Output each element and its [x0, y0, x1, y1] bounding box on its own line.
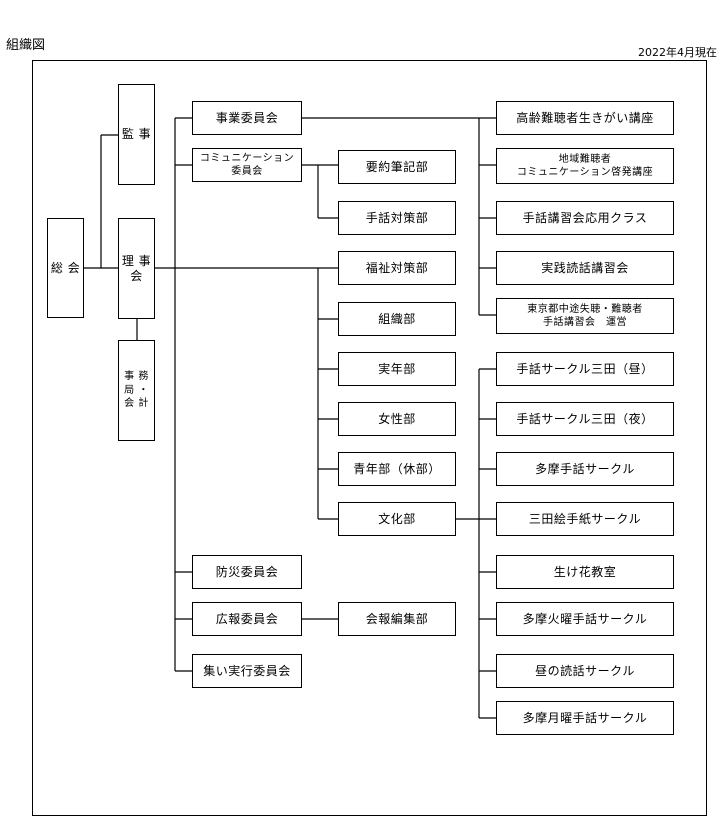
node-shuwa-taisaku: 手話対策部	[338, 201, 456, 235]
node-mita-hiru: 手話サークル三田（昼）	[496, 352, 674, 386]
node-jitsunen: 実年部	[338, 352, 456, 386]
node-fukushi: 福祉対策部	[338, 251, 456, 285]
node-jigyou-iinkai: 事業委員会	[192, 101, 302, 135]
node-tama-kayou: 多摩火曜手話サークル	[496, 602, 674, 636]
node-soukai: 総 会	[47, 218, 84, 318]
node-mita-etegami: 三田絵手紙サークル	[496, 502, 674, 536]
node-rijikai: 理 事 会	[118, 218, 155, 319]
node-josei: 女性部	[338, 402, 456, 436]
date-note: 2022年4月現在	[638, 46, 717, 59]
node-ouyou: 手話講習会応用クラス	[496, 201, 674, 235]
node-youyaku: 要約筆記部	[338, 150, 456, 184]
node-ikebana: 生け花教室	[496, 555, 674, 589]
node-comm-iinkai: コミュニケーション 委員会	[192, 148, 302, 182]
node-jissen: 実践読話講習会	[496, 251, 674, 285]
node-kaihou-henshu: 会報編集部	[338, 602, 456, 636]
node-tsudoi-iinkai: 集い実行委員会	[192, 654, 302, 688]
node-soshiki: 組織部	[338, 302, 456, 336]
node-bousai-iinkai: 防災委員会	[192, 555, 302, 589]
diagram-title: 組織図	[6, 38, 46, 53]
node-kouhou-iinkai: 広報委員会	[192, 602, 302, 636]
node-tokyo: 東京都中途失聴・難聴者 手話講習会 運営	[496, 298, 674, 334]
node-mita-yoru: 手話サークル三田（夜）	[496, 402, 674, 436]
node-koureisha: 高齢難聴者生きがい講座	[496, 101, 674, 135]
diagram-frame	[32, 60, 707, 816]
node-tama-getsuyou: 多摩月曜手話サークル	[496, 701, 674, 735]
node-tama-shuwa: 多摩手話サークル	[496, 452, 674, 486]
node-hiru-dokuwa: 昼の読話サークル	[496, 654, 674, 688]
node-kanji: 監 事	[118, 84, 155, 185]
node-seinen: 青年部（休部）	[338, 452, 456, 486]
node-chiiki: 地域難聴者 コミュニケーション啓発講座	[496, 148, 674, 184]
node-jimukyoku: 事 務 局 ・ 会 計	[118, 340, 155, 441]
node-bunka: 文化部	[338, 502, 456, 536]
